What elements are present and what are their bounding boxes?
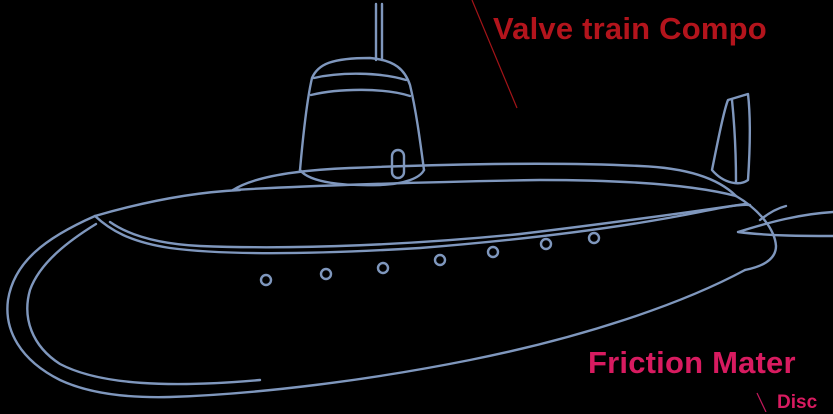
stabilizer [738, 206, 833, 236]
conning-tower-band [314, 74, 406, 80]
porthole [488, 247, 498, 257]
porthole [541, 239, 551, 249]
porthole [589, 233, 599, 243]
hull-deck-lower [233, 180, 736, 196]
submarine-lines [7, 4, 833, 397]
porthole [261, 275, 271, 285]
conning-tower-band [311, 90, 410, 96]
porthole [435, 255, 445, 265]
hull-top [95, 190, 240, 216]
porthole [321, 269, 331, 279]
disc-label: Disc [777, 392, 817, 414]
tower-window [392, 150, 404, 178]
tail-fin [712, 94, 750, 183]
hull-waterline [27, 224, 260, 384]
periscope-mast [376, 4, 382, 60]
friction-leader-line [757, 393, 766, 412]
valve-train-label: Valve train Compo [493, 11, 767, 47]
friction-material-label: Friction Mater [588, 345, 796, 381]
hull-side-line-inner [110, 204, 745, 247]
tail-fin-line [732, 100, 736, 182]
porthole [378, 263, 388, 273]
